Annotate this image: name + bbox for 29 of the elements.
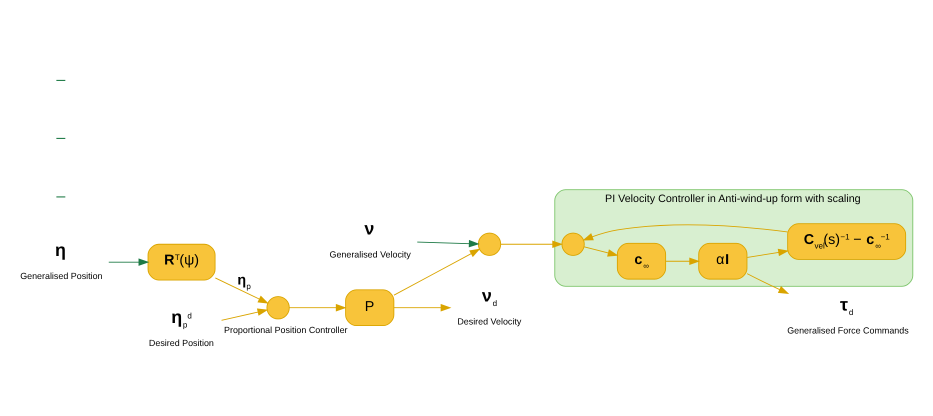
arrow: [584, 246, 618, 256]
arrow: [665, 256, 700, 264]
edge-label: η$_{p}$: [237, 272, 251, 290]
arrow: [214, 277, 269, 304]
label: –: [56, 70, 66, 88]
node-circle: [266, 296, 290, 319]
arrow: [746, 272, 790, 294]
arrow: [500, 240, 564, 248]
node-circle: [478, 232, 502, 256]
node-box: c$_{∞}$: [616, 242, 666, 280]
arrow: [394, 248, 480, 296]
label: –: [56, 128, 66, 146]
node-label: Proportional Position Controller: [224, 324, 348, 334]
node-text: η Generalised Position: [20, 239, 103, 281]
node-text: τ$_{d}$ Generalised Force Commands: [787, 294, 909, 336]
node-text: ν$_{d}$ Desired Velocity: [457, 284, 522, 326]
node-text: ν Generalised Velocity: [330, 218, 411, 260]
arrow: [394, 303, 452, 311]
node-box: R$^{T}$(ψ): [148, 243, 216, 280]
arrow: [416, 239, 480, 247]
arrow: [108, 258, 150, 266]
arrow: [582, 224, 788, 240]
arrow: [288, 303, 347, 311]
node-circle: [561, 232, 585, 256]
arrow: [746, 248, 789, 258]
label: –: [56, 186, 66, 204]
arrow: [221, 308, 268, 320]
node-box: P: [345, 288, 394, 326]
node-box: αI: [698, 242, 748, 280]
